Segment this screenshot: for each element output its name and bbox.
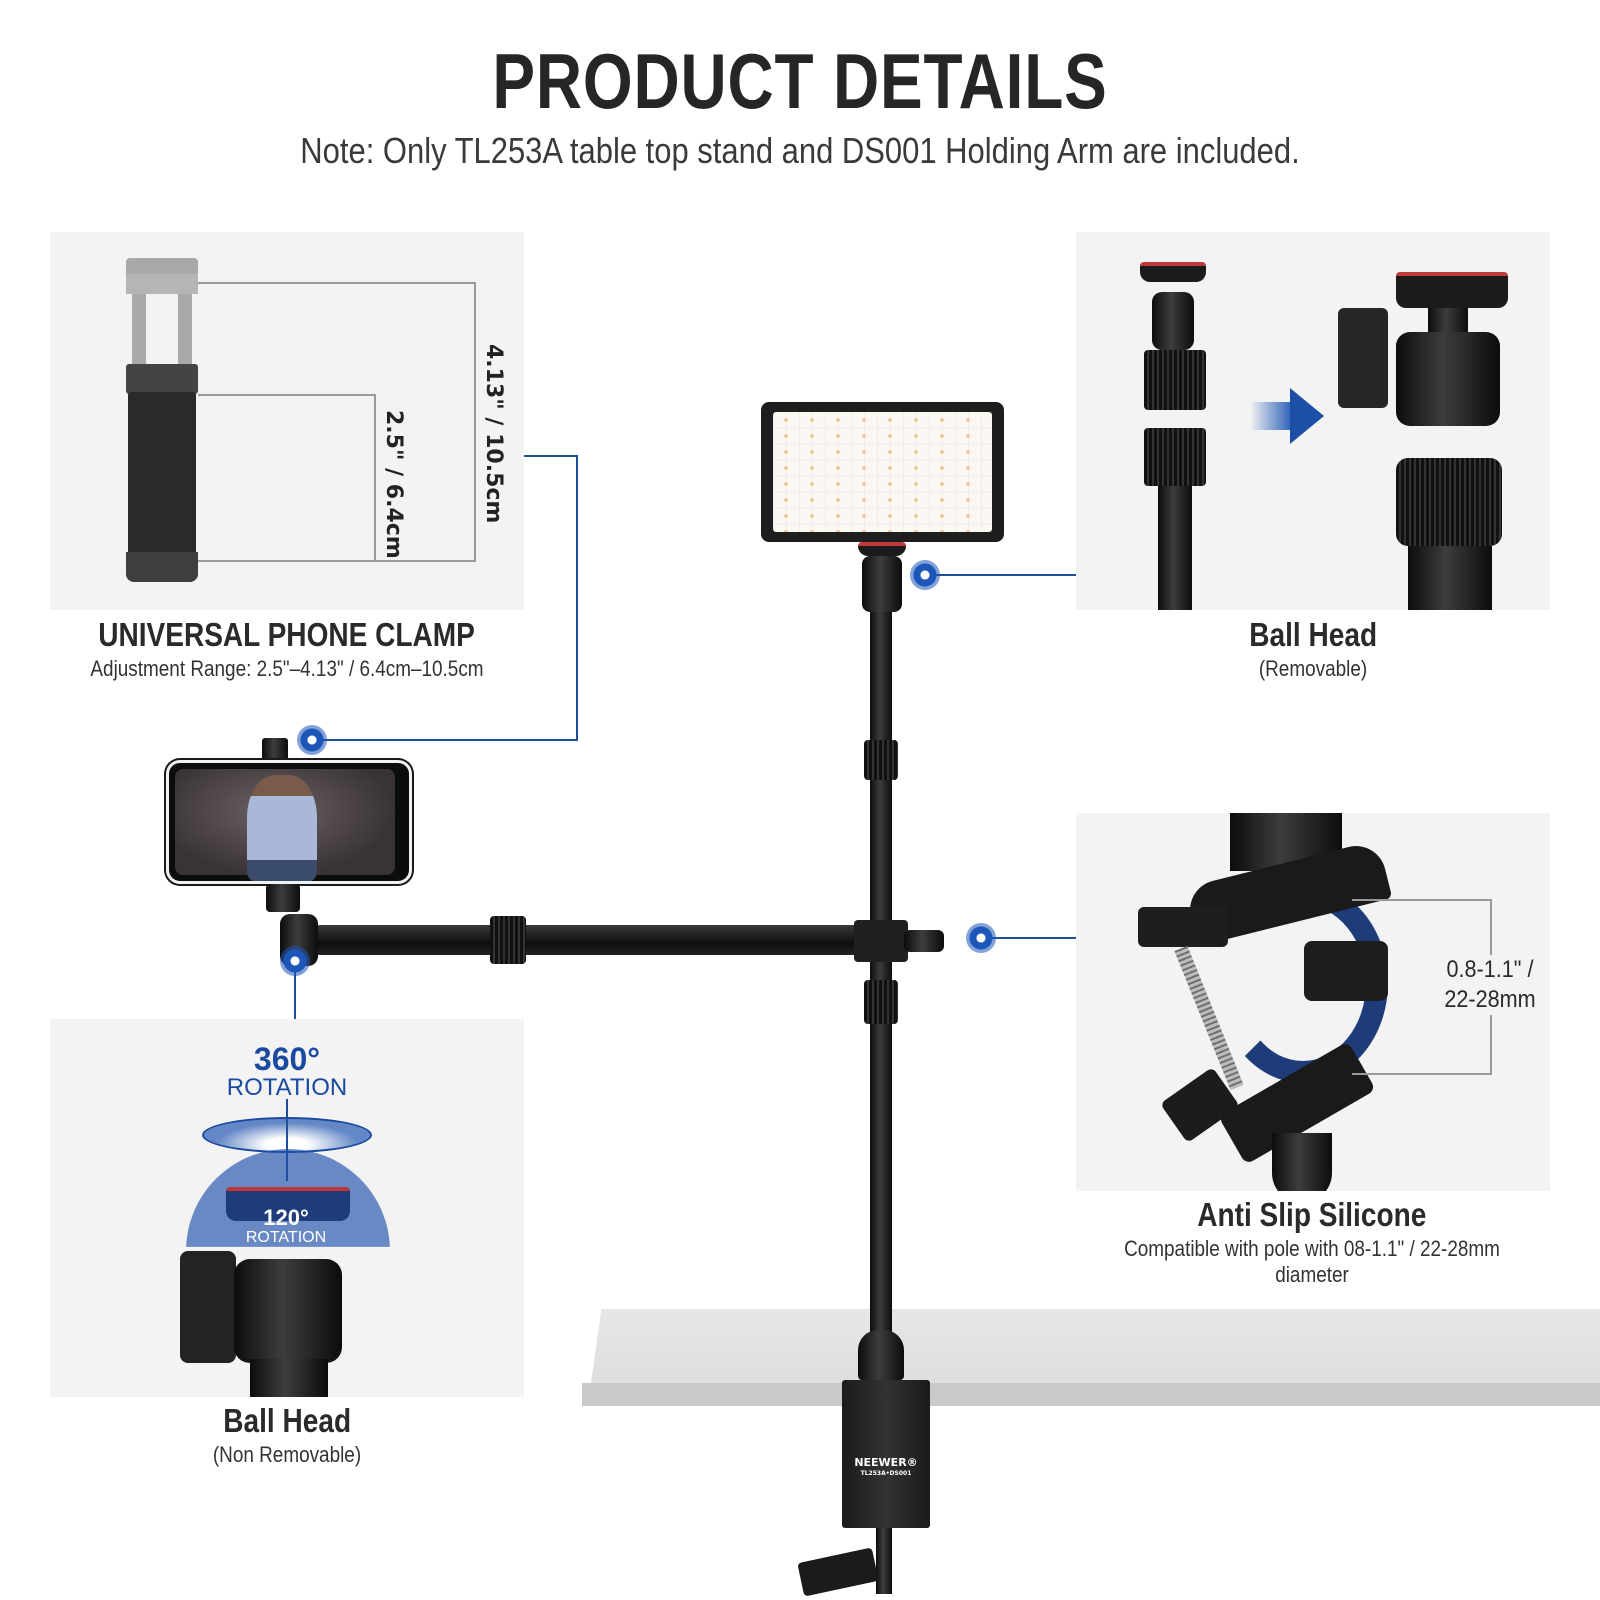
holding-arm xyxy=(314,925,862,955)
ball-head-fixed-panel: 360° ROTATION 120° ROTATION xyxy=(50,1019,524,1397)
ball-head-fixed-title: Ball Head xyxy=(223,1402,351,1439)
phone-clamp-subtitle: Adjustment Range: 2.5"–4.13" / 6.4cm–10.… xyxy=(90,656,484,681)
phone-clamp-caption: UNIVERSAL PHONE CLAMP Adjustment Range: … xyxy=(50,616,524,682)
callout-marker-icon xyxy=(910,560,940,590)
anti-slip-subtitle: Compatible with pole with 08-1.1" / 22-2… xyxy=(1124,1236,1500,1287)
anti-slip-caption: Anti Slip Silicone Compatible with pole … xyxy=(1050,1196,1574,1288)
desk-surface xyxy=(591,1309,1600,1383)
anti-slip-title: Anti Slip Silicone xyxy=(1197,1196,1427,1233)
inclusion-note: Note: Only TL253A table top stand and DS… xyxy=(300,130,1300,171)
rotation-360-text: ROTATION xyxy=(226,1074,348,1101)
phone-clamp-panel: 2.5" / 6.4cm 4.13" / 10.5cm xyxy=(50,232,524,610)
smartphone xyxy=(166,760,412,884)
ball-head-removable-panel xyxy=(1076,232,1550,610)
rotation-360-degrees: 360° xyxy=(253,1041,321,1077)
phone-screen xyxy=(175,769,395,881)
phone-clamp-title: UNIVERSAL PHONE CLAMP xyxy=(98,616,476,653)
rotation-360-label: 360° ROTATION xyxy=(187,1043,387,1101)
ball-head-removable-subtitle: (Removable) xyxy=(1258,656,1368,681)
clamp-handle xyxy=(797,1547,879,1597)
pole-base-cone xyxy=(858,1330,904,1380)
transition-arrow-tail xyxy=(1250,402,1292,430)
clamp-screw xyxy=(876,1528,892,1594)
model-label: TL253A•DS001 xyxy=(860,1470,912,1477)
rotation-120-degrees: 120° xyxy=(263,1205,309,1230)
measure-line-1: 0.8-1.1" / xyxy=(1446,956,1534,983)
table-clamp xyxy=(842,1380,930,1528)
ball-head-fixed-subtitle: (Non Removable) xyxy=(212,1442,362,1467)
dim-label-small: 2.5" / 6.4cm xyxy=(381,410,406,559)
dim-label-large: 4.13" / 10.5cm xyxy=(481,344,506,524)
anti-slip-panel: 0.8-1.1" / 22-28mm xyxy=(1076,813,1550,1191)
rotation-120-text: ROTATION xyxy=(245,1229,327,1246)
ball-head-removable-title: Ball Head xyxy=(1249,616,1377,653)
callout-marker-icon xyxy=(966,923,996,953)
callout-marker-icon xyxy=(280,946,310,976)
ball-head-removable-caption: Ball Head (Removable) xyxy=(1076,616,1550,682)
page-title: PRODUCT DETAILS xyxy=(492,37,1108,125)
callout-marker-icon xyxy=(297,725,327,755)
pole-diameter-measure: 0.8-1.1" / 22-28mm xyxy=(1427,955,1550,1015)
ball-head-fixed-caption: Ball Head (Non Removable) xyxy=(50,1402,524,1468)
right-arrow-icon xyxy=(1290,388,1324,444)
led-light-face xyxy=(773,412,992,532)
dim-line-small xyxy=(198,394,376,562)
rotation-120-label: 120° ROTATION xyxy=(236,1207,336,1247)
desk-edge xyxy=(582,1383,1600,1406)
rotation-axis xyxy=(286,1099,288,1181)
dim-line-large xyxy=(198,282,476,562)
arm-pole-clamp xyxy=(854,920,908,962)
measure-line-2: 22-28mm xyxy=(1444,986,1536,1013)
brand-label: NEEWER® xyxy=(854,1456,918,1469)
